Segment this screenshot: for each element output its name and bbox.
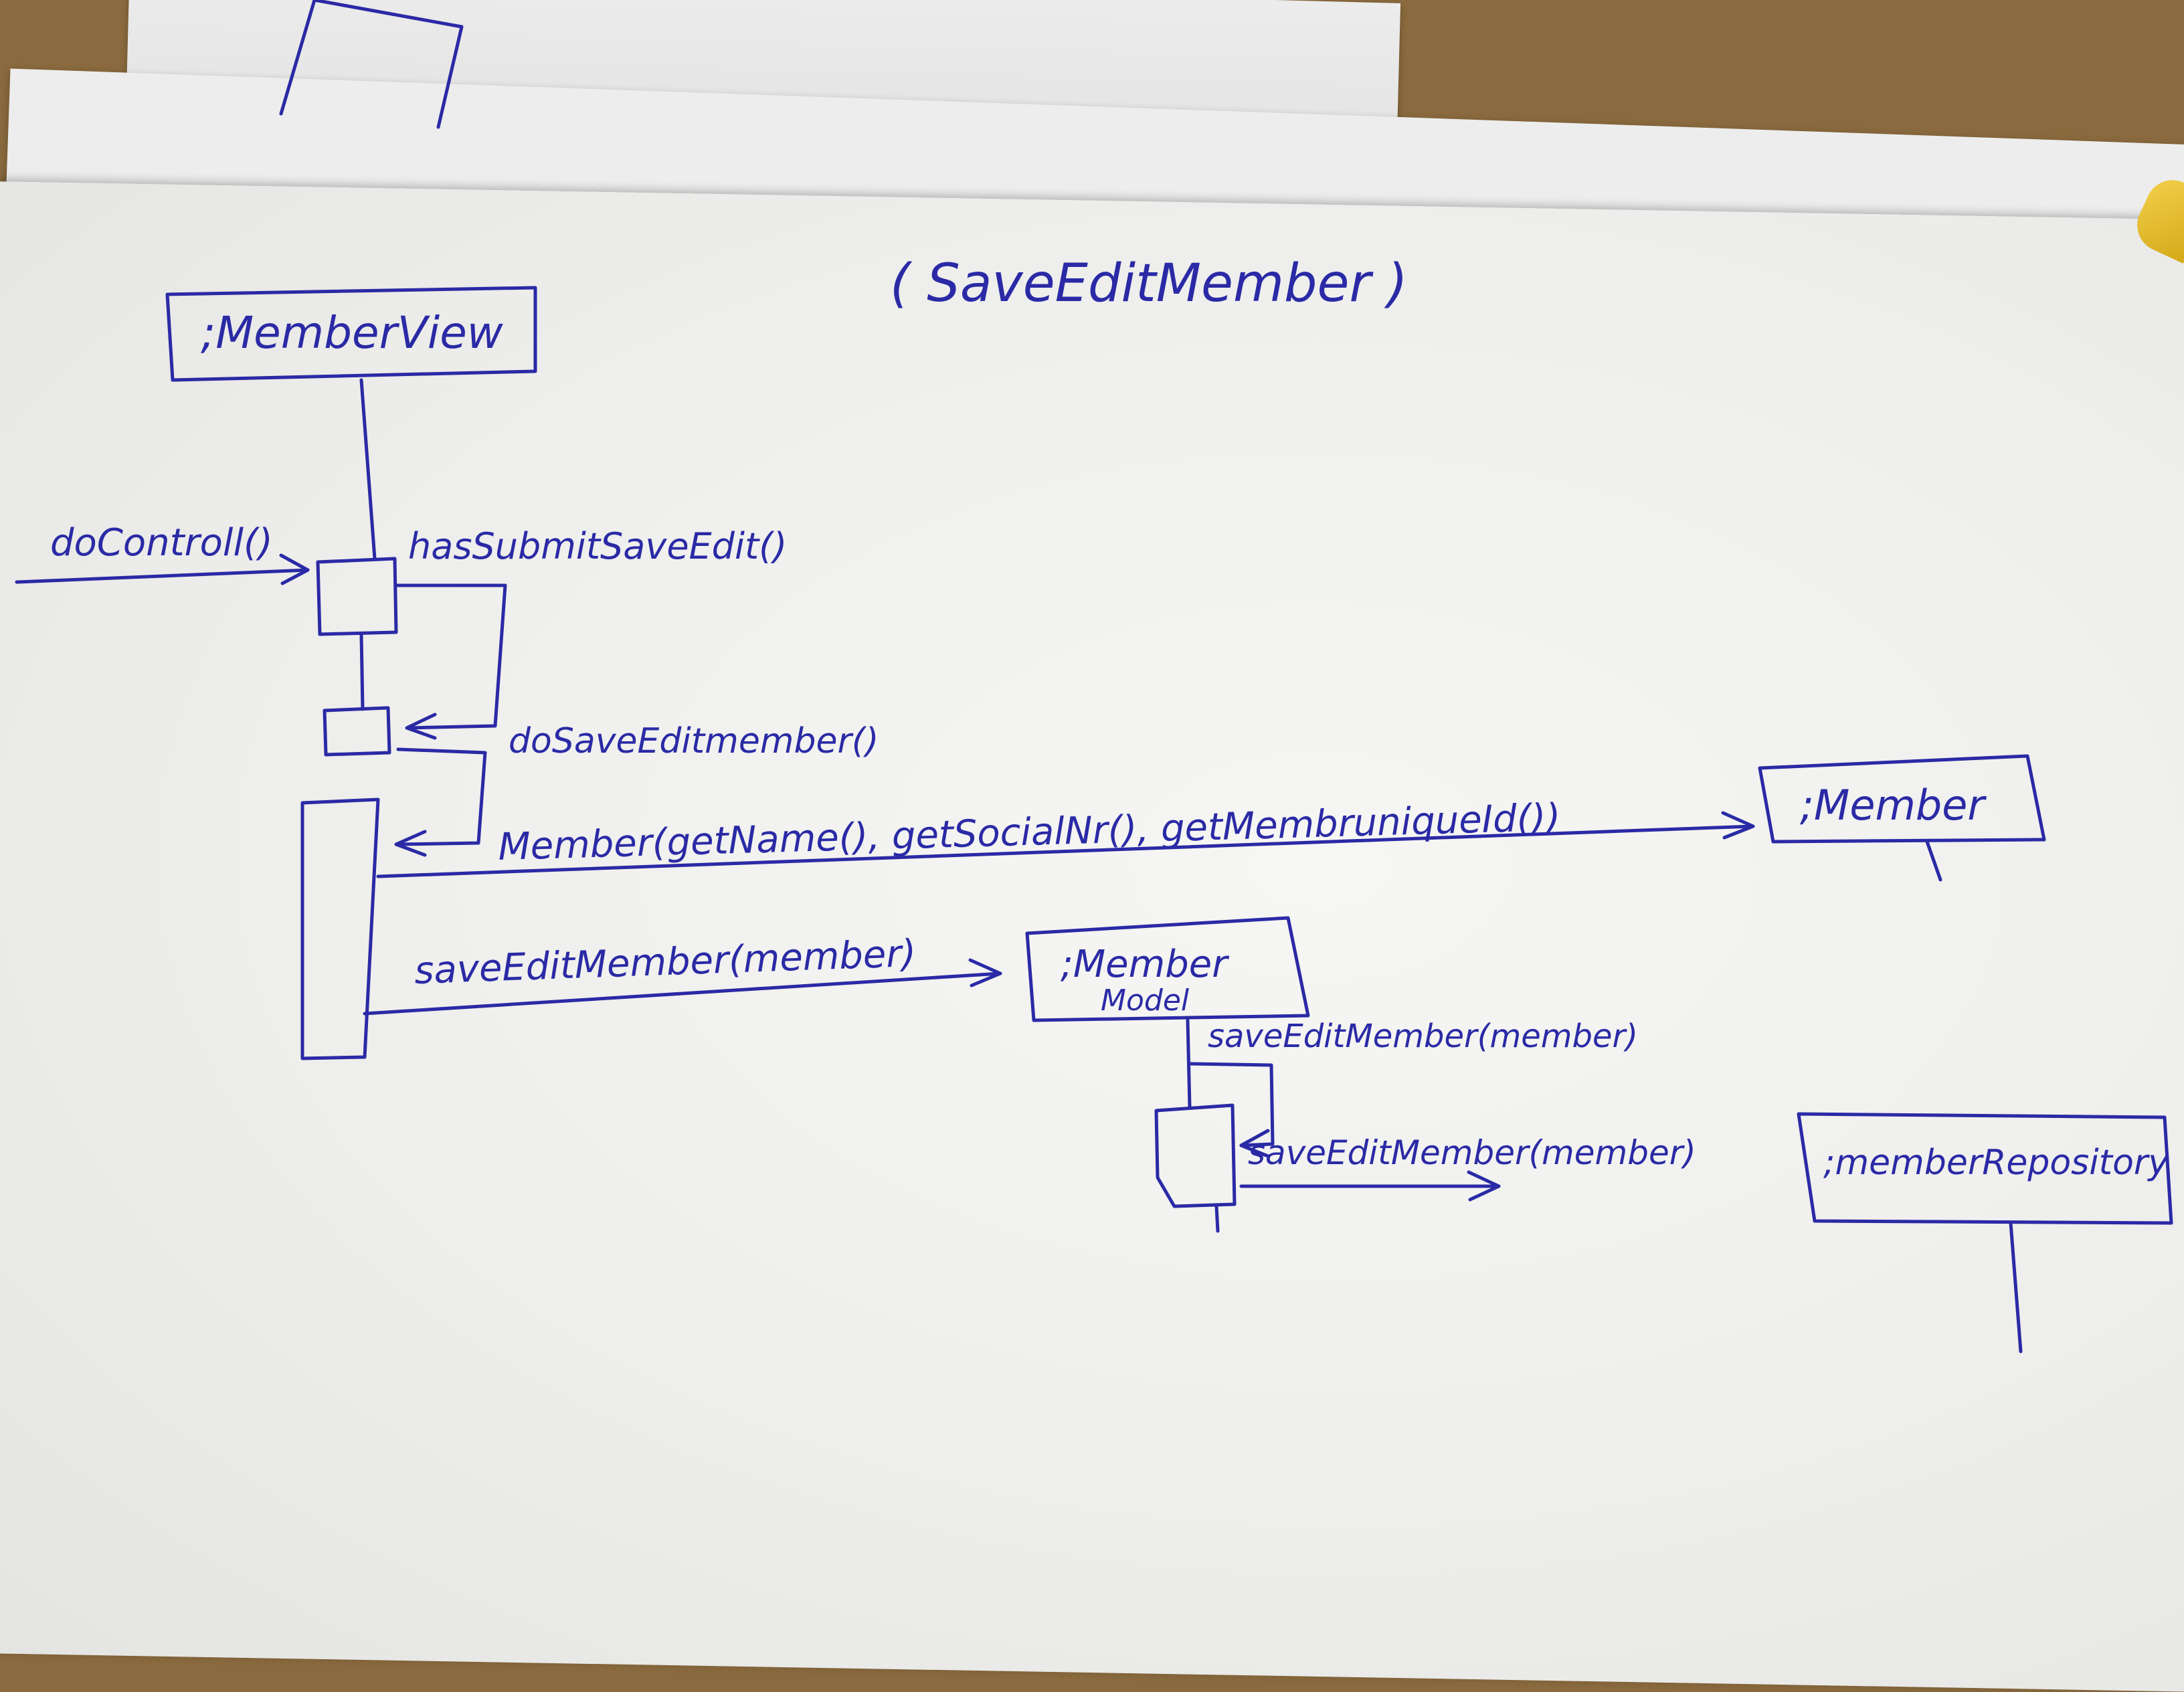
diagram-title: ( SaveEditMember ) <box>890 254 1408 314</box>
message-label-has-submit: hasSubmitSaveEdit() <box>408 525 787 567</box>
lifeline-label-member-model-line1: ;Member <box>1061 943 1229 986</box>
message-save-edit-view: saveEditMember(member) <box>363 932 1002 1016</box>
activation-bar-2 <box>323 706 391 757</box>
top-sheet-sketch <box>279 0 464 129</box>
lifeline-member-view: ;MemberView <box>165 286 537 561</box>
message-label-do-save-edit: doSaveEditmember() <box>509 721 879 761</box>
lifeline-label-member-model-line2: Model <box>1101 983 1190 1018</box>
lifeline-segment-2 <box>359 632 365 711</box>
message-label-do-controll: doControll() <box>50 521 273 565</box>
lifeline-member-repository: ;memberRepository <box>1797 1112 2173 1353</box>
message-save-edit-repo: saveEditMember(member) <box>1239 1133 1696 1202</box>
lifeline-label-member-repository: ;memberRepository <box>1823 1143 2169 1183</box>
message-member-ctor: Member(getName(), getSocialNr(), getMemb… <box>376 796 1755 878</box>
activation-bar-1 <box>316 557 398 636</box>
activation-bar-model <box>1154 1103 1237 1208</box>
lifeline-label-member-view: ;MemberView <box>201 307 504 359</box>
lifeline-segment-model <box>1214 1204 1220 1233</box>
message-label-save-edit-repo: saveEditMember(member) <box>1248 1133 1696 1172</box>
message-label-save-edit-self: saveEditMember(member) <box>1208 1018 1638 1055</box>
message-save-edit-self: saveEditMember(member) <box>1189 1018 1638 1158</box>
lifeline-label-member: ;Member <box>1800 781 1987 830</box>
activation-bar-3 <box>300 797 380 1060</box>
message-do-controll: doControll() <box>15 521 310 585</box>
message-has-submit: hasSubmitSaveEdit() <box>394 525 787 740</box>
message-do-save-edit: doSaveEditmember() <box>394 721 879 857</box>
sequence-diagram: ( SaveEditMember ) ;MemberView doControl… <box>15 0 2173 1353</box>
lifeline-member-model: ;Member Model <box>1025 916 1310 1109</box>
lifeline-member: ;Member <box>1758 754 2046 882</box>
message-label-member-ctor: Member(getName(), getSocialNr(), getMemb… <box>498 796 1562 869</box>
